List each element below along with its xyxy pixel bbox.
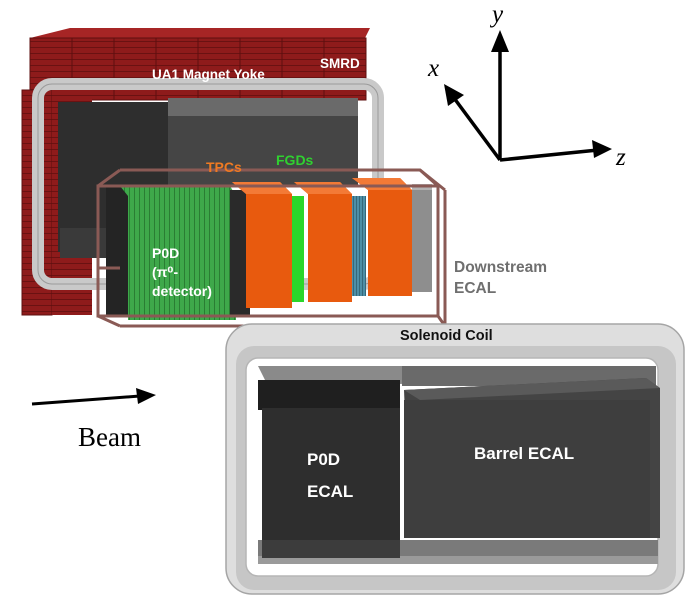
magnet-yoke-label: UA1 Magnet Yoke [152,67,265,82]
tpc-1 [232,182,292,308]
p0d-label-line1: P0D [152,245,179,261]
beam-label: Beam [78,422,141,452]
fgd-1 [292,196,304,302]
barrel-ecal-label: Barrel ECAL [474,444,574,463]
downstream-ecal-label-line1: Downstream [454,259,547,276]
p0d-ecal-label-line1: P0D [307,450,340,469]
tpc-3 [352,178,412,296]
axis-y-label: y [489,1,504,28]
tpcs-label: TPCs [206,159,242,175]
fgd-2 [352,196,366,296]
solenoid-coil-label: Solenoid Coil [400,328,493,344]
beam-arrow [31,388,156,406]
smrd-label: SMRD [320,56,360,71]
barrel-ecal-module [404,378,660,538]
p0d-label-line3: detector) [152,283,212,299]
p0d-block [120,186,236,320]
tpc-2 [294,182,352,302]
downstream-ecal-block [412,188,432,292]
p0d-label-line2: (π⁰- [152,264,179,280]
downstream-ecal-label-line2: ECAL [454,280,496,297]
axis-x-label: x [427,55,439,82]
axis-z-label: z [615,144,626,171]
inner-detector [96,168,447,328]
p0d-ecal-label-line2: ECAL [307,482,353,501]
fgds-label: FGDs [276,152,314,168]
p0d-ecal-module [258,380,400,558]
coordinate-axes [444,30,612,162]
